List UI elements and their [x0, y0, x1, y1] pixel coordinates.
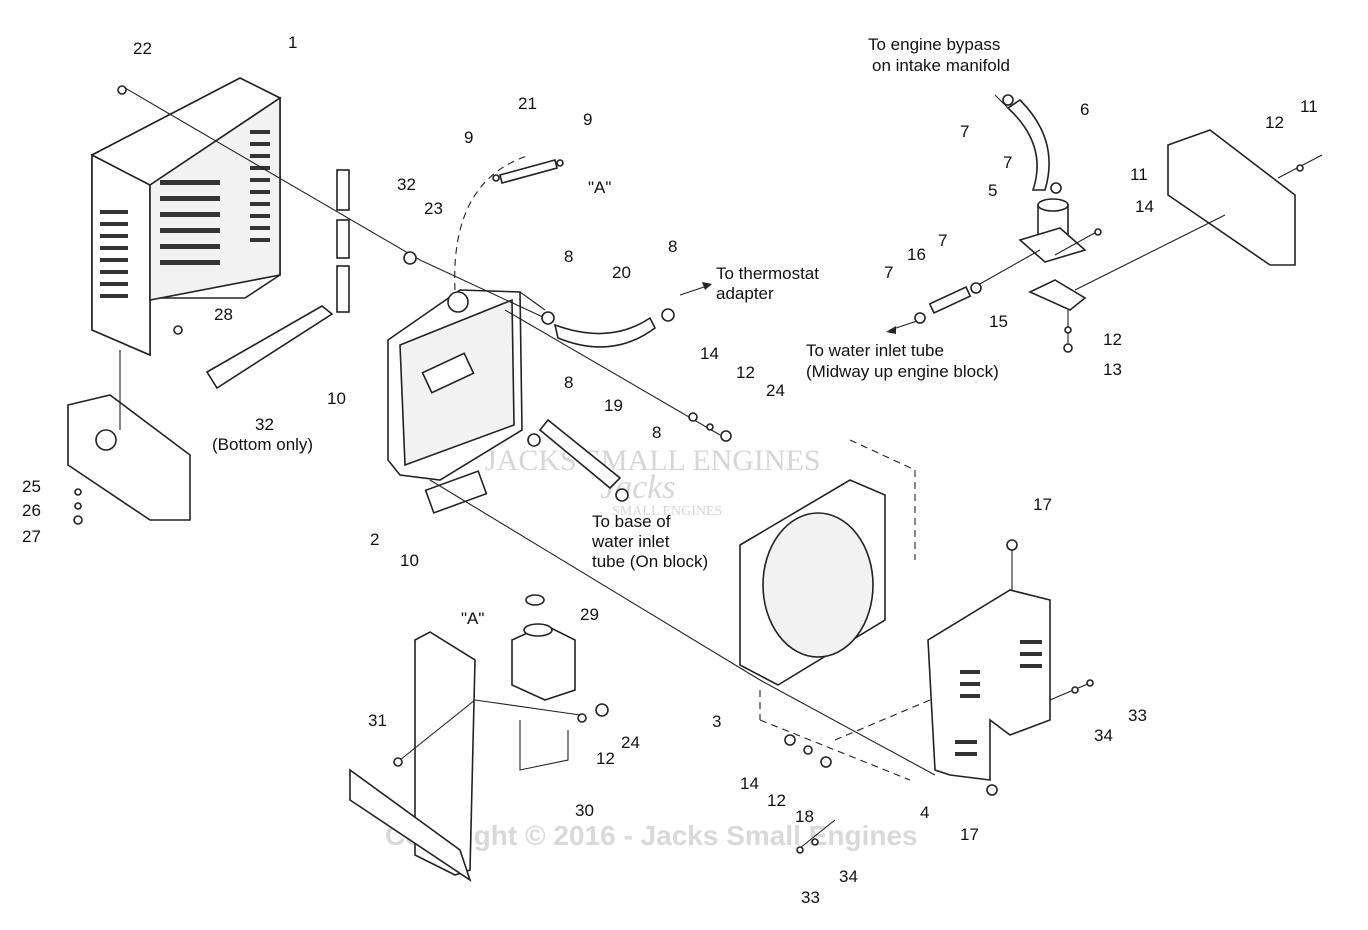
label-part-12: 12 — [736, 363, 755, 382]
vertical-post — [349, 631, 476, 882]
label-part-14: 14 — [700, 344, 719, 363]
note-ref-a-tank: "A" — [461, 609, 484, 628]
callout-notes: To engine bypass on intake manifold To t… — [212, 35, 1010, 628]
label-part-7: 7 — [938, 231, 947, 250]
note-thermostat-line2: adapter — [716, 284, 774, 303]
note-thermostat-line1: To thermostat — [716, 264, 819, 283]
note-base-line2: water inlet — [591, 532, 670, 551]
label-part-16: 16 — [907, 245, 926, 264]
label-part-12: 12 — [767, 791, 786, 810]
left-louvered-shroud — [90, 77, 282, 357]
label-part-32: 32 — [397, 175, 416, 194]
label-part-17: 17 — [1033, 495, 1052, 514]
label-part-7: 7 — [960, 122, 969, 141]
label-part-34: 34 — [839, 867, 858, 886]
note-ref-a-hose: "A" — [588, 178, 611, 197]
left-frame-rail — [67, 350, 191, 521]
note-bottom-only: (Bottom only) — [212, 435, 313, 454]
label-part-11: 11 — [1300, 97, 1318, 116]
label-part-23: 23 — [424, 199, 443, 218]
label-part-12: 12 — [1103, 330, 1122, 349]
note-bypass-line2: on intake manifold — [872, 56, 1010, 75]
label-part-20: 20 — [612, 263, 631, 282]
note-bypass-line1: To engine bypass — [868, 35, 1000, 54]
assembly-lines — [124, 87, 1323, 849]
label-part-2: 2 — [370, 530, 379, 549]
label-part-4: 4 — [920, 803, 929, 822]
label-part-30: 30 — [575, 801, 594, 820]
note-arrows — [679, 94, 1011, 334]
label-part-19: 19 — [604, 396, 623, 415]
overflow-tank — [511, 594, 576, 771]
label-part-7: 7 — [884, 263, 893, 282]
label-part-12: 12 — [596, 749, 615, 768]
note-water-inlet-line1: To water inlet tube — [806, 341, 944, 360]
label-part-8: 8 — [652, 423, 661, 442]
watermark-logo-sub: SMALL ENGINES — [612, 504, 722, 519]
right-shroud-panel — [927, 589, 1051, 781]
label-part-3: 3 — [712, 712, 721, 731]
label-part-8: 8 — [564, 247, 573, 266]
note-base-line1: To base of — [592, 512, 671, 531]
label-part-14: 14 — [1135, 197, 1154, 216]
label-part-25: 25 — [22, 477, 41, 496]
label-part-10: 10 — [400, 551, 419, 570]
label-part-33: 33 — [801, 888, 820, 907]
label-part-13: 13 — [1103, 360, 1122, 379]
label-part-9: 9 — [464, 128, 473, 147]
label-part-6: 6 — [1080, 100, 1089, 119]
note-base-line3: tube (On block) — [592, 552, 708, 571]
hoses — [454, 98, 1050, 490]
label-part-24: 24 — [766, 381, 785, 400]
label-part-28: 28 — [214, 305, 233, 324]
label-part-18: 18 — [795, 807, 814, 826]
label-part-15: 15 — [989, 312, 1008, 331]
label-part-17: 17 — [960, 825, 979, 844]
watermark-brand: JACKS SMALL ENGINES — [485, 444, 821, 477]
label-part-8: 8 — [564, 373, 573, 392]
label-part-7: 7 — [1003, 153, 1012, 172]
label-part-14: 14 — [740, 774, 759, 793]
label-part-1: 1 — [288, 33, 297, 52]
shroud-louvers — [100, 130, 270, 298]
foam-bars — [205, 169, 350, 390]
label-part-22: 22 — [133, 39, 152, 58]
label-part-10: 10 — [327, 389, 346, 408]
right-frame-rail — [1167, 129, 1296, 266]
label-part-24: 24 — [621, 733, 640, 752]
label-part-33: 33 — [1128, 706, 1147, 725]
radiator — [387, 289, 546, 481]
fan-shroud — [739, 439, 916, 686]
label-part-5: 5 — [988, 181, 997, 200]
label-part-31: 31 — [368, 711, 387, 730]
right-shroud-louvers — [955, 640, 1042, 756]
label-part-29: 29 — [580, 605, 599, 624]
radiator-bottom-bar — [424, 470, 488, 514]
label-part-26: 26 — [22, 501, 41, 520]
label-part-32: 32 — [255, 415, 274, 434]
label-part-11: 11 — [1130, 165, 1148, 184]
label-part-12: 12 — [1265, 113, 1284, 132]
label-part-34: 34 — [1094, 726, 1113, 745]
label-part-21: 21 — [518, 94, 537, 113]
label-part-27: 27 — [22, 527, 41, 546]
label-part-8: 8 — [668, 237, 677, 256]
note-water-inlet-line2: (Midway up engine block) — [806, 362, 999, 381]
part-number-labels: 1 2 3 4 5 6 7 7 7 7 8 8 8 8 9 9 10 10 11… — [22, 33, 1318, 907]
label-part-9: 9 — [583, 110, 592, 129]
hardware-fasteners — [73, 85, 1304, 854]
bypass-valve-assembly — [928, 198, 1087, 315]
